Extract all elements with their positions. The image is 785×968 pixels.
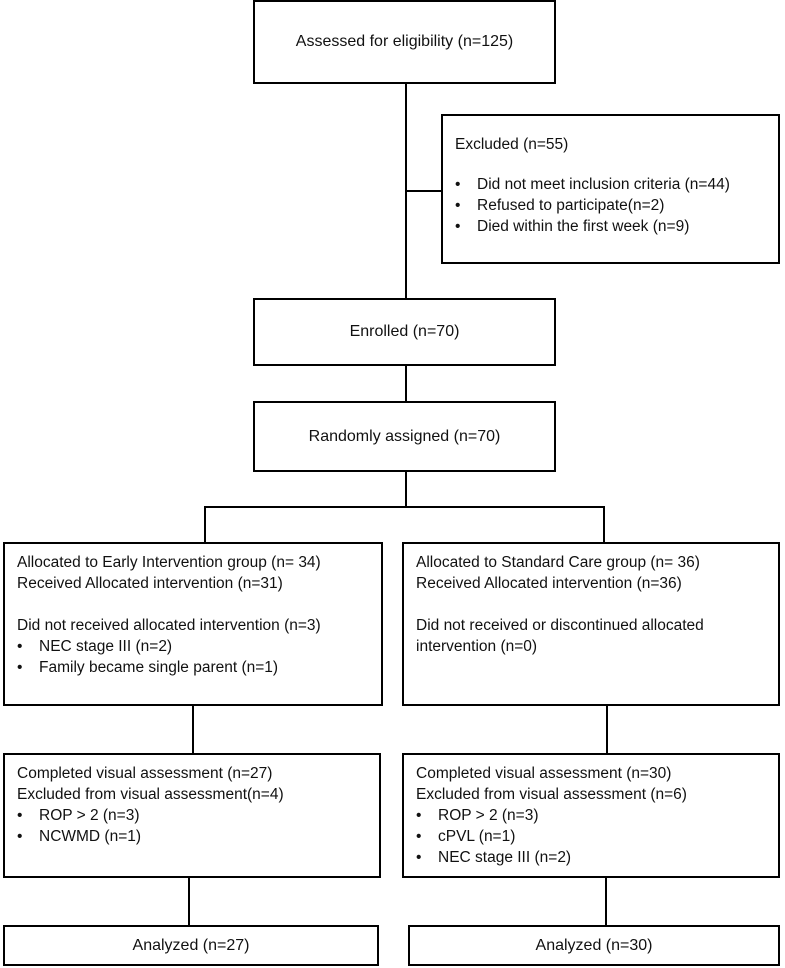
right-visual-item: cPVL (n=1) [416,826,687,847]
left-analyzed-box: Analyzed (n=27) [3,925,379,966]
excluded-item: Did not meet inclusion criteria (n=44) [455,174,730,195]
left-alloc-item: NEC stage III (n=2) [17,636,321,657]
right-visual-box: Completed visual assessment (n=30) Exclu… [402,753,780,878]
right-visual-line1: Completed visual assessment (n=30) [416,765,672,782]
left-allocation-box: Allocated to Early Intervention group (n… [3,542,383,706]
left-visual-line1: Completed visual assessment (n=27) [17,765,273,782]
right-visual-item: ROP > 2 (n=3) [416,805,687,826]
left-visual-item: ROP > 2 (n=3) [17,805,284,826]
assessed-label: Assessed for eligibility (n=125) [295,33,514,50]
connector-left-visual-analyzed [188,876,190,926]
right-visual-list: ROP > 2 (n=3) cPVL (n=1) NEC stage III (… [416,805,687,868]
connector-to-excluded [405,190,442,192]
randomized-label: Randomly assigned (n=70) [308,427,501,445]
left-alloc-line1: Allocated to Early Intervention group (n… [17,554,321,571]
excluded-item: Died within the first week (n=9) [455,216,730,237]
connector-left-alloc-visual [192,704,194,754]
left-alloc-line2: Received Allocated intervention (n=31) [17,575,283,592]
connector-right-alloc-visual [606,704,608,754]
connector-split-right [603,506,605,543]
left-alloc-list: NEC stage III (n=2) Family became single… [17,636,321,678]
enrolled-box: Enrolled (n=70) [253,298,556,366]
right-analyzed-box: Analyzed (n=30) [408,925,780,966]
randomized-box: Randomly assigned (n=70) [253,401,556,472]
excluded-list: Did not meet inclusion criteria (n=44) R… [455,174,730,237]
right-visual-line2: Excluded from visual assessment (n=6) [416,786,687,803]
right-alloc-line4: intervention (n=0) [416,638,538,655]
left-alloc-item: Family became single parent (n=1) [17,657,321,678]
assessed-box: Assessed for eligibility (n=125) [253,0,556,84]
excluded-item: Refused to participate(n=2) [455,195,730,216]
right-allocation-box: Allocated to Standard Care group (n= 36)… [402,542,780,706]
connector-split-left [204,506,206,543]
left-analyzed-label: Analyzed (n=27) [132,936,250,954]
right-visual-item: NEC stage III (n=2) [416,847,687,868]
connector-enrolled-randomized [405,364,407,402]
connector-right-visual-analyzed [605,876,607,926]
excluded-title: Excluded (n=55) [455,136,569,153]
connector-randomized-split [405,470,407,508]
excluded-box: Excluded (n=55) Did not meet inclusion c… [441,114,780,264]
left-visual-item: NCWMD (n=1) [17,826,284,847]
left-visual-box: Completed visual assessment (n=27) Exclu… [3,753,381,878]
enrolled-label: Enrolled (n=70) [349,323,460,340]
right-analyzed-label: Analyzed (n=30) [535,936,653,954]
connector-split-horizontal [204,506,604,508]
right-alloc-line3: Did not received or discontinued allocat… [416,617,704,634]
right-alloc-line2: Received Allocated intervention (n=36) [416,575,682,592]
right-alloc-line1: Allocated to Standard Care group (n= 36) [416,554,700,571]
left-alloc-line3: Did not received allocated intervention … [17,617,321,634]
left-visual-line2: Excluded from visual assessment(n=4) [17,786,284,803]
left-visual-list: ROP > 2 (n=3) NCWMD (n=1) [17,805,284,847]
